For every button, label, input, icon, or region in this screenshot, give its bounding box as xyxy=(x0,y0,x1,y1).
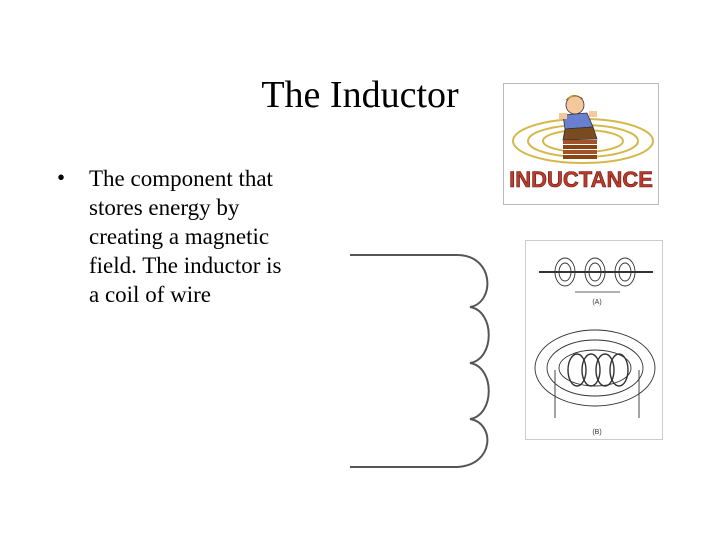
coil-field-figure: (A) (B) xyxy=(525,240,663,440)
jumping-boy-icon xyxy=(559,94,598,141)
inductance-clipart: INDUCTANCE xyxy=(503,83,659,205)
inductance-word: INDUCTANCE xyxy=(509,167,653,192)
figure-label-a: (A) xyxy=(592,299,601,306)
figure-label-b: (B) xyxy=(592,429,601,436)
bullet-marker: • xyxy=(57,165,66,190)
spring-stack-icon xyxy=(563,140,597,159)
slide-title: The Inductor xyxy=(261,74,459,116)
inductor-symbol-icon xyxy=(350,254,490,468)
coil-field-diagram-b xyxy=(534,329,656,418)
wire-field-diagram-a xyxy=(539,257,653,293)
bullet-text: The component that stores energy by crea… xyxy=(89,166,282,307)
